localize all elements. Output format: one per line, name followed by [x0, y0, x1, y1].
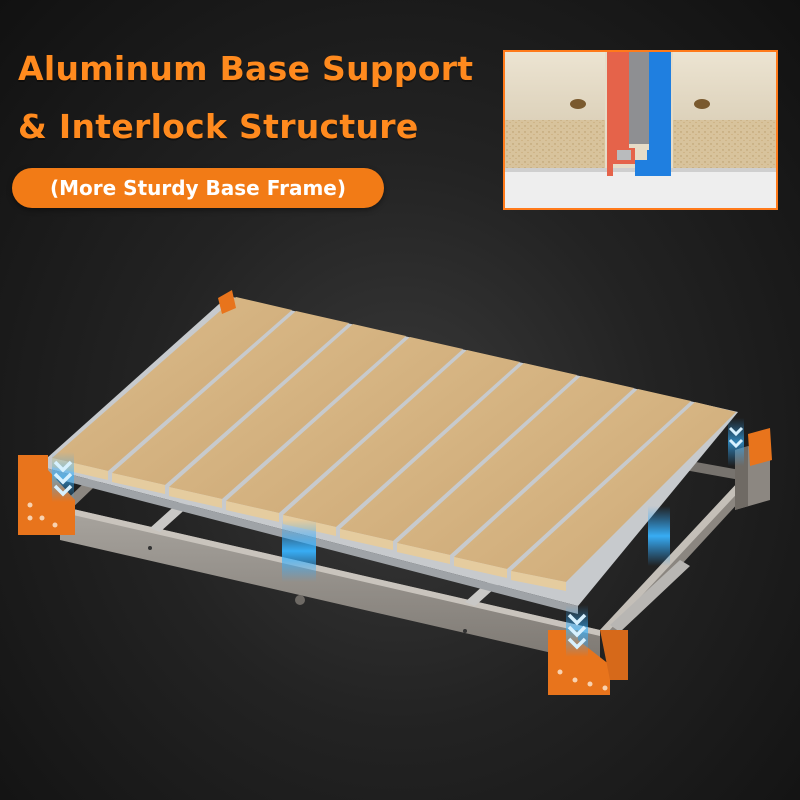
cross-support [610, 560, 690, 632]
headline-line-2: & Interlock Structure [18, 107, 419, 146]
wood-board [397, 376, 634, 555]
wood-board [112, 311, 349, 485]
corner-brackets [18, 290, 772, 695]
interlock-profile-icon [505, 52, 776, 208]
board-top-left [505, 52, 605, 120]
interlock-detail-inset [503, 50, 778, 210]
front-left-bracket [18, 455, 75, 535]
subtitle-text: (More Sturdy Base Frame) [49, 176, 346, 200]
front-right-bracket [548, 630, 610, 695]
front-frame-rail [60, 506, 600, 664]
wood-board [169, 324, 406, 499]
chevron-down-icon [728, 418, 744, 466]
wood-board [511, 402, 736, 582]
back-left-bracket [218, 290, 236, 314]
interlock-red-profile [607, 52, 635, 176]
headline-line-1: Aluminum Base Support [18, 49, 474, 88]
board-top-right [673, 52, 776, 120]
wood-board [454, 389, 691, 569]
screw-hole-left [570, 99, 586, 109]
interlock-blue-profile [635, 52, 671, 176]
wood-board [340, 363, 577, 541]
chevron-down-icon [566, 605, 588, 657]
blue-support-glow [282, 520, 316, 582]
spoilboard-surface [38, 296, 738, 614]
subtitle-pill: (More Sturdy Base Frame) [12, 168, 384, 208]
board-edge-left [505, 120, 605, 168]
board-edge-right [673, 120, 776, 168]
wood-board [52, 297, 292, 471]
back-right-bracket [748, 428, 772, 466]
wood-boards [52, 297, 736, 591]
support-indicators [52, 418, 744, 657]
screw-hole-right [694, 99, 710, 109]
wood-board [283, 350, 520, 527]
blue-support-glow [648, 506, 670, 566]
wood-board [226, 337, 463, 513]
chevron-down-icon [52, 452, 74, 502]
